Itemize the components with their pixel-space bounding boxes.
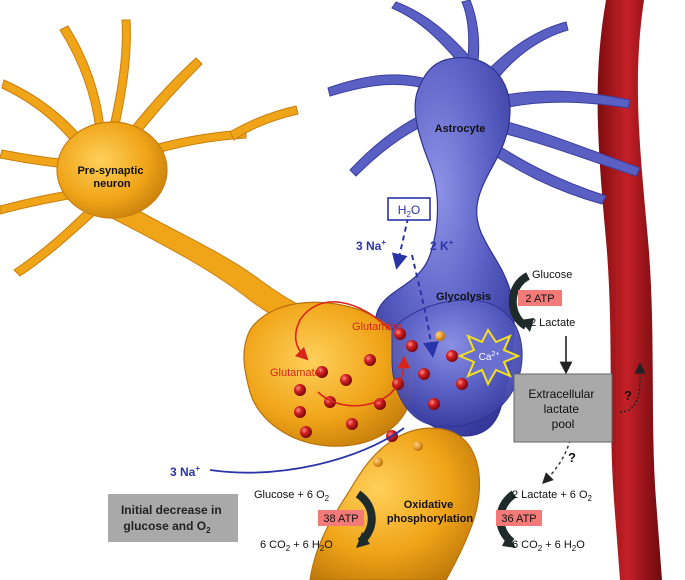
atp-oxidative-left-highlight [318, 510, 364, 526]
na-neuron-arrow [209, 427, 405, 474]
vesicles [294, 328, 468, 467]
oxidative-label: Oxidative phosphorylation [387, 499, 473, 525]
na-neuron-label: 3 Na+ [170, 464, 200, 479]
glutamine-arrow [294, 301, 391, 361]
pool-vessel-arrow [619, 362, 646, 413]
glutamine-label: Glutamine [352, 321, 402, 333]
glycolysis-label: Glycolysis [436, 291, 491, 303]
postsynaptic-terminal [309, 427, 481, 580]
presynaptic-terminal [243, 301, 415, 447]
h2o-label: H2O [398, 203, 420, 219]
astrocyte-label: Astrocyte [435, 123, 486, 135]
initial-decrease-label: Initial decrease in glucose and O2 [121, 503, 225, 535]
question-mark-neuron: ? [568, 450, 576, 465]
lactate-pool-box [513, 373, 613, 443]
blood-vessel [597, 0, 662, 580]
h2o-arrow [391, 217, 409, 270]
atp-glycolysis-highlight [518, 290, 562, 306]
glutamate-arrow [317, 355, 411, 407]
calcium-starburst [457, 328, 521, 387]
atp-oxidative-left-label: 38 ATP [323, 513, 358, 525]
glycolysis-arrowhead [520, 318, 534, 332]
co2-h2o-right-label: 6 CO2 + 6 H2O [512, 539, 585, 553]
oxidative-arrowhead-left [356, 532, 370, 548]
calcium-label: Ca2+ [479, 351, 500, 363]
pool-neuron-arrow [542, 439, 571, 484]
question-mark-vessel: ? [624, 388, 632, 403]
glucose-label: Glucose [532, 269, 572, 281]
lactate-label: 2 Lactate [530, 317, 575, 329]
atp-oxidative-right-highlight [496, 510, 542, 526]
atp-glycolysis-label: 2 ATP [525, 293, 554, 305]
co2-h2o-left-label: 6 CO2 + 6 H2O [260, 539, 333, 553]
na-k-arrow [411, 254, 439, 358]
k-astrocyte-label: 2 K+ [430, 238, 454, 253]
oxidative-arrowhead-right [502, 534, 516, 548]
h2o-box [387, 197, 431, 221]
lactate-o2-label: 2 Lactate + 6 O2 [512, 489, 593, 503]
na-astrocyte-label: 3 Na+ [356, 238, 386, 253]
initial-decrease-box [108, 494, 238, 542]
atp-oxidative-right-label: 36 ATP [501, 513, 536, 525]
glucose-o2-label: Glucose + 6 O2 [254, 489, 330, 503]
glutamate-label: Glutamate [270, 367, 321, 379]
astrocyte-processes [327, 0, 641, 205]
lactate-pool-label: Extracellular lactate pool [528, 387, 597, 431]
glycolysis-arrow [508, 272, 531, 330]
presynaptic-label: Pre-synaptic neuron [77, 165, 146, 190]
neuron-soma [56, 121, 168, 219]
